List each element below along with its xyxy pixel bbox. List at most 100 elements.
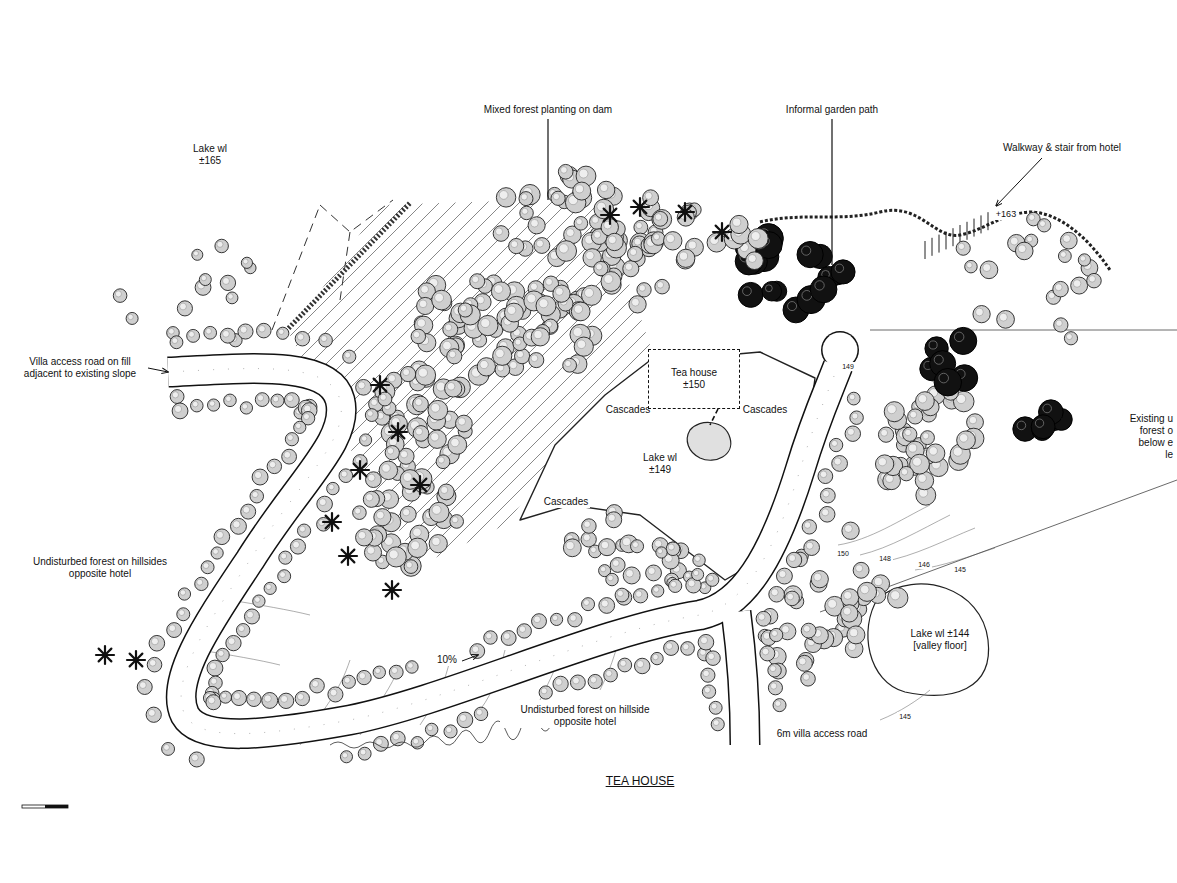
plan-graphic	[154, 180, 574, 600]
plan-graphic	[835, 264, 843, 272]
plan-graphic	[803, 674, 810, 681]
plan-graphic	[243, 506, 250, 513]
leader-arrow	[148, 368, 168, 372]
plan-graphic	[969, 416, 977, 424]
plan-graphic	[802, 246, 811, 255]
plan-graphic	[408, 663, 414, 669]
water-level-label: Lake wl ±144 [valley floor]	[902, 628, 978, 652]
palm-symbol	[339, 547, 357, 565]
plan-graphic	[139, 682, 146, 689]
plan-graphic	[252, 491, 258, 497]
plan-graphic	[223, 278, 230, 285]
plan-graphic	[216, 531, 223, 538]
plan-graphic	[967, 262, 973, 268]
plan-graphic	[887, 405, 896, 414]
plan-graphic	[0, 180, 286, 600]
callout-label: Mixed forest planting on dam	[482, 104, 614, 116]
plan-graphic	[191, 754, 198, 761]
plan-graphic	[343, 350, 356, 363]
plan-graphic	[582, 519, 597, 534]
plan-graphic	[803, 625, 810, 632]
plan-graphic	[612, 560, 619, 567]
contour-line	[860, 515, 950, 555]
plan-graphic	[178, 588, 190, 600]
plan-graphic	[319, 333, 333, 347]
plan-graphic	[700, 637, 707, 644]
area-label: Undisturbed forest on hillsides opposite…	[14, 556, 186, 580]
plan-graphic	[442, 180, 862, 600]
plan-graphic	[651, 652, 663, 664]
plan-graphic	[565, 360, 571, 366]
contour-line	[838, 505, 930, 545]
plan-graphic	[769, 586, 785, 602]
plan-graphic	[522, 208, 528, 214]
plan-graphic	[632, 542, 638, 548]
plan-graphic	[534, 330, 542, 338]
plan-graphic	[398, 426, 404, 432]
plan-graphic	[584, 521, 591, 528]
plan-graphic	[974, 219, 975, 237]
plan-graphic	[823, 490, 830, 497]
plan-graphic	[365, 409, 378, 422]
plan-graphic	[1146, 180, 1177, 600]
plan-graphic	[615, 588, 629, 602]
plan-graphic	[986, 180, 1177, 600]
drawing-title: TEA HOUSE	[604, 774, 677, 788]
plan-graphic	[881, 429, 888, 436]
plan-graphic	[328, 687, 343, 702]
contour-line	[882, 528, 975, 562]
plan-graphic	[330, 689, 337, 696]
plan-graphic	[1040, 221, 1046, 227]
plan-graphic	[1027, 236, 1033, 242]
plan-graphic	[1055, 284, 1062, 291]
plan-graphic	[901, 469, 907, 475]
plan-graphic	[775, 701, 781, 707]
plan-graphic	[217, 241, 223, 247]
access-road	[168, 331, 859, 745]
plan-graphic	[294, 421, 306, 433]
feature-label: Cascades	[604, 404, 652, 416]
plan-graphic	[400, 451, 407, 458]
plan-graphic	[353, 506, 367, 520]
plan-graphic	[666, 542, 680, 556]
plan-graphic	[815, 281, 824, 290]
plan-graphic	[770, 666, 776, 672]
plan-graphic	[847, 626, 865, 644]
plan-graphic	[623, 261, 639, 277]
plan-graphic	[529, 353, 544, 368]
plan-graphic	[234, 180, 654, 600]
plan-graphic	[440, 338, 459, 357]
plan-graphic	[664, 641, 679, 656]
plan-graphic	[1063, 235, 1071, 243]
plan-graphic	[598, 539, 615, 556]
plan-graphic	[243, 259, 248, 264]
plan-graphic	[456, 415, 473, 432]
plan-graphic	[204, 326, 217, 339]
plan-graphic	[391, 667, 397, 673]
plan-graphic	[380, 394, 386, 400]
plan-graphic	[170, 180, 590, 600]
plan-graphic	[844, 591, 852, 599]
plan-graphic	[1050, 180, 1177, 600]
plan-graphic	[1035, 419, 1043, 427]
plan-graphic	[170, 390, 184, 404]
plan-graphic	[899, 466, 913, 480]
plan-graphic	[451, 438, 459, 446]
plan-graphic	[504, 303, 523, 322]
plan-graphic	[600, 184, 608, 192]
plan-graphic	[758, 614, 765, 621]
plan-graphic	[970, 180, 1177, 600]
plan-graphic	[573, 677, 580, 684]
plan-graphic	[284, 451, 291, 458]
plan-graphic	[693, 554, 705, 566]
plan-graphic	[297, 334, 304, 341]
plan-graphic	[244, 609, 259, 624]
plan-graphic	[888, 588, 908, 608]
plan-graphic	[148, 709, 155, 716]
plan-graphic	[738, 282, 763, 307]
plan-graphic	[563, 358, 577, 372]
plan-graphic	[594, 231, 601, 238]
tree-symbols	[113, 164, 1101, 767]
plan-graphic	[1053, 281, 1069, 297]
plan-graphic	[925, 241, 926, 259]
